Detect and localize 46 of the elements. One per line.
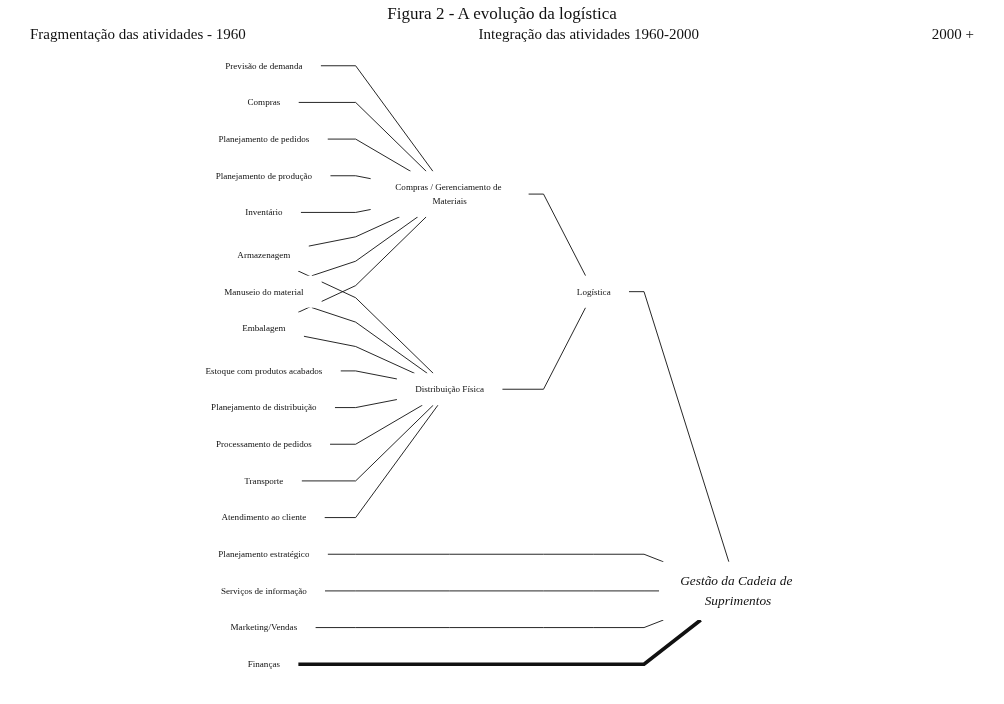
node-text: Distribuição Física (415, 384, 485, 394)
connector (301, 404, 434, 482)
node-text: Compras / Gerenciamento de Materiais (395, 182, 502, 206)
connector (297, 270, 434, 374)
connector (628, 291, 730, 563)
node-text: Gestão da Cadeia de Suprimentos (680, 573, 793, 609)
node-text: Planejamento estratégico (218, 549, 310, 559)
connector (303, 335, 416, 374)
connector (320, 65, 434, 172)
node-text: Compras (247, 97, 281, 108)
connector (300, 209, 372, 213)
node-text: Finanças (247, 659, 281, 669)
connector (327, 553, 664, 563)
connector (311, 307, 428, 374)
connector (314, 619, 664, 629)
node-text: Inventário (245, 207, 283, 218)
connector (311, 216, 419, 277)
period-heading: Integração das atividades 1960-2000 (478, 26, 699, 43)
connector (334, 399, 398, 409)
connector (324, 404, 439, 519)
node-text: Planejamento de produção (215, 170, 313, 181)
node-text: Estoque com produtos acabados (205, 365, 323, 376)
node-text: Transporte (244, 475, 284, 486)
node-text: Embalagem (242, 323, 286, 334)
connector (340, 370, 398, 380)
node-text: Planejamento de distribuição (211, 402, 317, 413)
period-heading: 2000 + (931, 26, 974, 43)
connector (327, 138, 412, 172)
node-text: Atendimento ao cliente (221, 512, 307, 523)
connector (527, 193, 587, 277)
connector (501, 307, 587, 390)
node-text: Planejamento de pedidos (218, 134, 310, 144)
node-text: Serviços de informação (220, 585, 307, 596)
node-text: Previsão de demanda (225, 60, 303, 71)
period-heading: Fragmentação das atividades - 1960 (30, 26, 246, 43)
connector (308, 216, 401, 247)
connector (329, 175, 372, 180)
node-text: Marketing/Vendas (230, 622, 298, 633)
node-text: Processamento de pedidos (215, 439, 312, 449)
node-text: Armazenagem (237, 250, 291, 260)
connector (298, 618, 702, 667)
connector (298, 101, 427, 172)
figure-title: Figura 2 - A evolução da logística (386, 4, 618, 24)
connector (297, 216, 427, 313)
node-text: Logística (576, 286, 611, 297)
connector (329, 404, 423, 445)
